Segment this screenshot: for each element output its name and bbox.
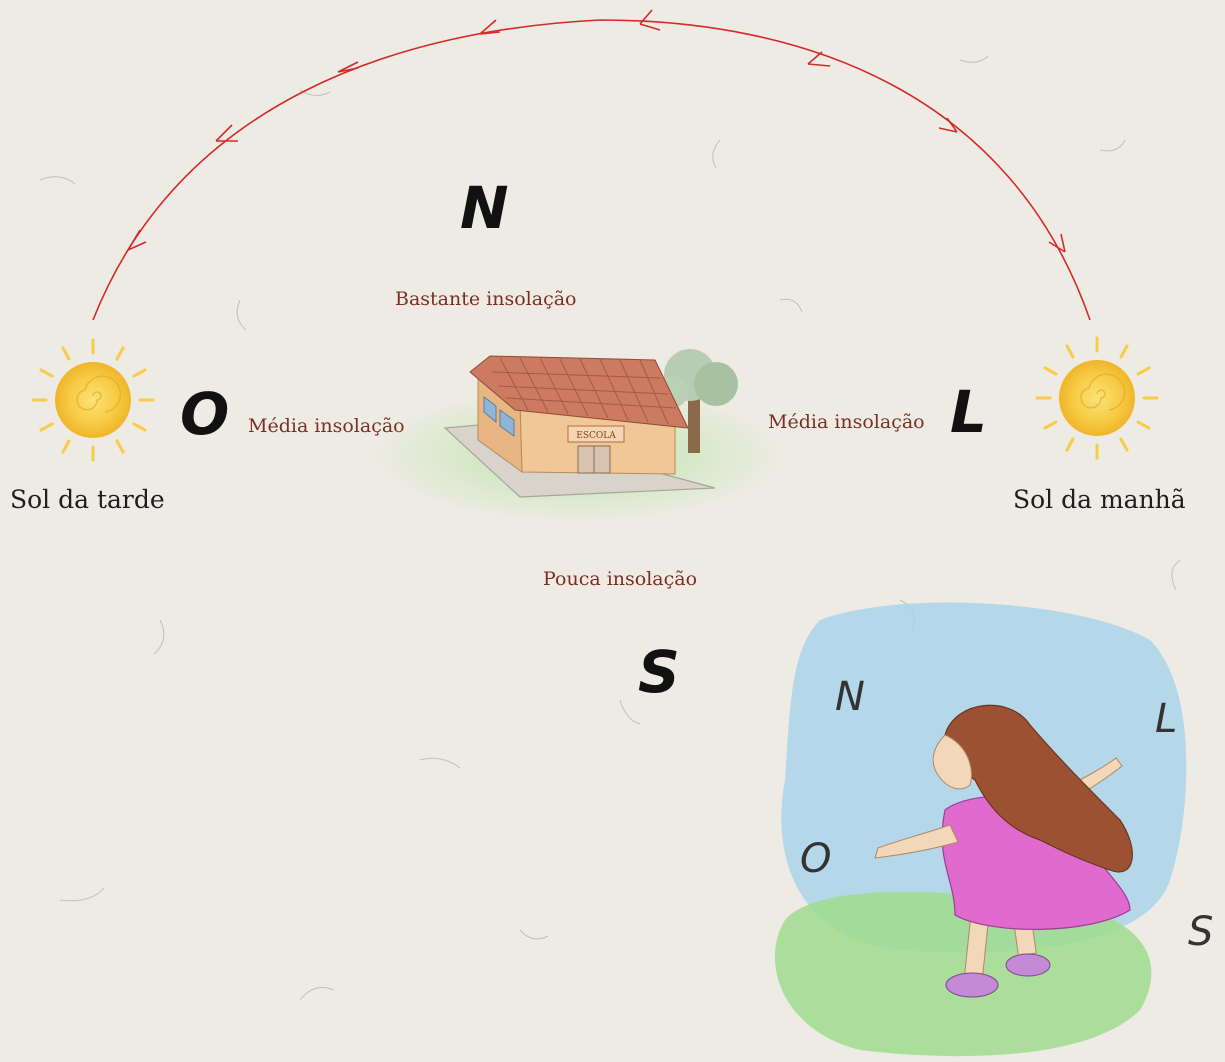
- west-letter: O: [180, 380, 229, 448]
- south-letter: S: [638, 638, 680, 706]
- left-shoe: [945, 972, 999, 998]
- bastante-insolacao-label: Bastante insolação: [395, 288, 576, 310]
- sun-afternoon-icon: [31, 338, 155, 462]
- east-letter: L: [950, 378, 987, 446]
- right-shoe: [1005, 953, 1051, 977]
- girl-compass-south: S: [1188, 909, 1213, 955]
- paper-texture: [39, 55, 1181, 1001]
- media-insolacao-west-label: Média insolação: [248, 415, 405, 437]
- school-sign-text: ESCOLA: [576, 431, 616, 441]
- pouca-insolacao-label: Pouca insolação: [543, 568, 697, 590]
- sun-morning-icon: [1035, 336, 1159, 460]
- north-letter: N: [460, 174, 509, 242]
- sol-da-manha-label: Sol da manhã: [1013, 485, 1186, 514]
- arc-direction-arrows: [127, 9, 1066, 253]
- girl-compass-north: N: [835, 674, 865, 720]
- sol-da-tarde-label: Sol da tarde: [10, 485, 165, 514]
- school-building-illustration: ESCOLA: [373, 349, 783, 523]
- girl-compass-east: L: [1155, 696, 1177, 742]
- media-insolacao-east-label: Média insolação: [768, 411, 925, 433]
- sun-path-arc: [92, 9, 1091, 321]
- hair: [944, 704, 1133, 873]
- girl-compass-illustration: N L O S: [774, 602, 1213, 1057]
- girl-compass-west: O: [800, 836, 831, 882]
- school-sign: [567, 425, 625, 443]
- face: [932, 734, 973, 790]
